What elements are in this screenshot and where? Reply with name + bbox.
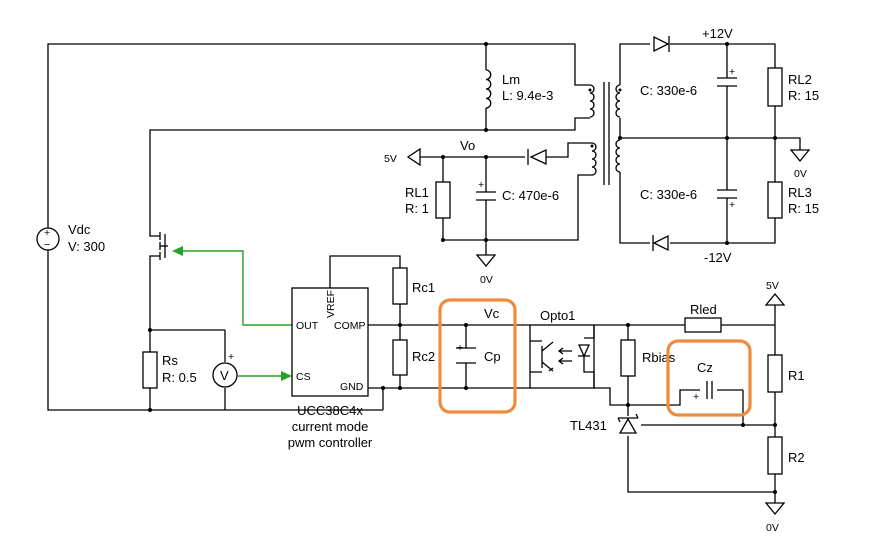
supply-5v-label: 5V [766, 280, 779, 292]
pin-comp: COMP [334, 320, 366, 332]
lm-name: Lm [502, 72, 520, 87]
ground-bottom-right: 0V [764, 502, 786, 534]
c-bot-value: C: 330e-6 [640, 187, 697, 202]
cp-capacitor: + Cp Vc [456, 306, 501, 364]
rs-value: R: 0.5 [162, 370, 197, 385]
c-out-value: C: 470e-6 [502, 188, 559, 203]
highlight-cz [666, 339, 752, 417]
rl2-value: R: 15 [788, 88, 819, 103]
cz-capacitor: + Cz [693, 360, 713, 403]
feedback-wires [594, 305, 777, 503]
comp-wires [329, 255, 530, 410]
vdc-source: + − Vdc V: 300 [36, 222, 105, 254]
controller-caption-2: current mode [292, 419, 369, 434]
svg-text:+: + [457, 342, 463, 354]
rail-pos-label: +12V [702, 26, 733, 41]
r2-resistor: R2 [767, 436, 805, 475]
gate-drive [172, 246, 292, 381]
optocoupler: Opto1 [529, 308, 595, 389]
controller-caption-3: pwm controller [288, 435, 373, 450]
rc1-resistor: Rc1 [392, 267, 435, 305]
c-top-value: C: 330e-6 [640, 83, 697, 98]
rled-resistor: Rled [684, 302, 722, 333]
gnd-bottom-label: 0V [766, 522, 779, 534]
rl2-name: RL2 [788, 72, 812, 87]
svg-text:+: + [729, 199, 735, 211]
svg-text:+: + [44, 227, 50, 239]
controller-caption-1: UCC38C4x [297, 403, 363, 418]
c-top-capacitor: + C: 330e-6 [640, 66, 737, 98]
gnd-rails-label: 0V [794, 168, 807, 180]
vdc-value: V: 300 [68, 239, 105, 254]
mosfet [148, 226, 168, 332]
pin-cs: CS [296, 371, 311, 383]
supply-5v-symbol: 5V [764, 280, 786, 306]
rc2-name: Rc2 [412, 349, 435, 364]
tl431: TL431 [570, 413, 639, 434]
svg-text:+: + [729, 66, 735, 78]
pwm-controller: VREF OUT COMP CS GND UCC38C4x current mo… [288, 287, 373, 450]
cz-name: Cz [697, 360, 713, 375]
highlight-cp [438, 298, 517, 414]
vc-label: Vc [484, 306, 500, 321]
tl431-name: TL431 [570, 418, 607, 433]
rc1-name: Rc1 [412, 280, 435, 295]
pin-gnd: GND [340, 381, 364, 393]
lm-value: L: 9.4e-3 [502, 88, 553, 103]
c-bot-capacitor: + C: 330e-6 [640, 187, 737, 211]
rbias-name: Rbias [642, 350, 676, 365]
cp-name: Cp [484, 349, 501, 364]
svg-text:+: + [693, 391, 699, 403]
rc2-resistor: Rc2 [392, 339, 435, 376]
voltmeter-label: V [220, 368, 229, 383]
rl3-resistor: RL3 R: 15 [767, 181, 819, 219]
rl1-name: RL1 [405, 185, 429, 200]
r1-name: R1 [788, 368, 805, 383]
voltmeter: V + [212, 351, 238, 388]
svg-text:+: + [478, 179, 484, 191]
diode-pos [653, 35, 670, 53]
out-5v-arrow: 5V Vo [384, 138, 475, 167]
rl1-value: R: 1 [405, 201, 429, 216]
r1-resistor: R1 [767, 354, 805, 393]
pin-vref: VREF [325, 290, 337, 318]
diode-5v [527, 148, 547, 166]
rl1-resistor: RL1 R: 1 [405, 181, 451, 219]
rail-neg-label: -12V [704, 250, 732, 265]
output-5v-wires [420, 142, 592, 255]
ground-rails: 0V [789, 149, 811, 180]
rled-name: Rled [690, 302, 717, 317]
svg-text:+: + [228, 351, 234, 363]
vdc-name: Vdc [68, 222, 91, 237]
rs-name: Rs [162, 353, 178, 368]
transformer [588, 82, 622, 185]
vo-label: Vo [460, 138, 475, 153]
opto-name: Opto1 [540, 308, 575, 323]
c-out-capacitor: + C: 470e-6 [476, 179, 559, 203]
rail-labels: +12V -12V [702, 26, 733, 265]
ground-5v: 0V [475, 254, 497, 286]
rail-wires [618, 42, 801, 245]
rl3-name: RL3 [788, 185, 812, 200]
rl2-resistor: RL2 R: 15 [767, 67, 819, 107]
rs-resistor: Rs R: 0.5 [142, 351, 197, 412]
diode-neg [652, 234, 669, 252]
svg-text:−: − [44, 239, 50, 251]
pin-out: OUT [296, 320, 319, 332]
rl3-value: R: 15 [788, 201, 819, 216]
r2-name: R2 [788, 450, 805, 465]
gnd-5v-label: 0V [480, 274, 493, 286]
lm-inductor: Lm L: 9.4e-3 [484, 42, 553, 132]
out-5v-label: 5V [384, 153, 397, 165]
